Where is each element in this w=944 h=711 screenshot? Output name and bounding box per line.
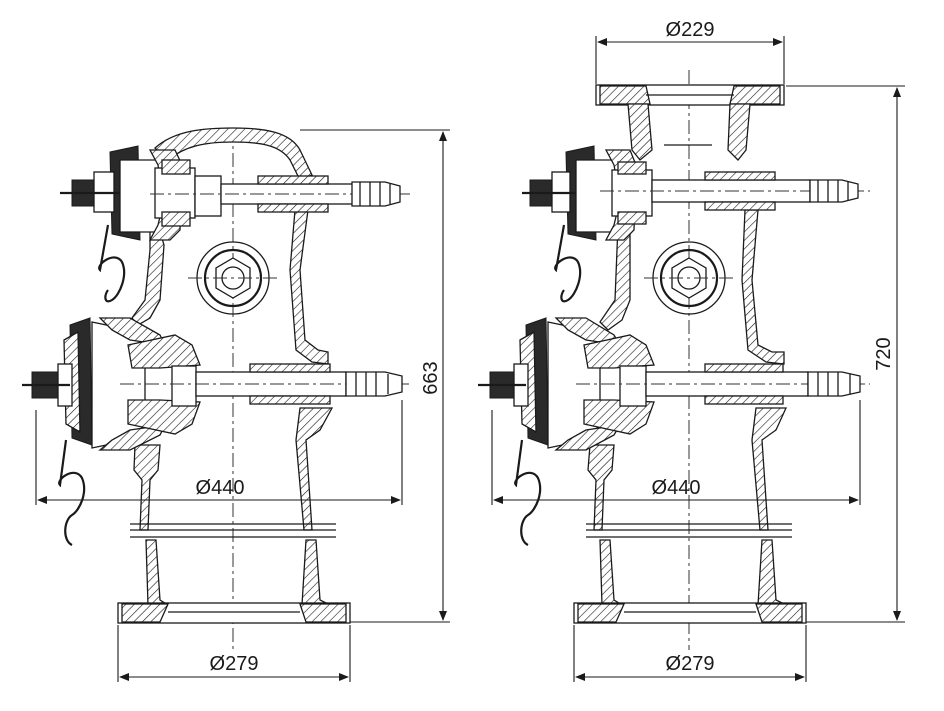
right-upper-hook xyxy=(554,224,582,303)
right-center-port xyxy=(644,241,734,315)
left-hydrant xyxy=(22,127,410,650)
dim-left-base: Ø279 xyxy=(210,653,259,675)
dim-left-width: Ø440 xyxy=(196,477,245,499)
left-lower-outlet xyxy=(22,317,410,451)
right-hydrant xyxy=(478,70,870,650)
left-lower-wall-right xyxy=(295,407,334,531)
right-lower-outlet xyxy=(478,317,870,451)
left-upper-wall-right xyxy=(289,209,329,365)
left-dimensions: 663 Ø440 Ø279 xyxy=(35,129,450,682)
dim-left-height: 663 xyxy=(420,361,442,394)
left-center-port xyxy=(188,241,278,315)
right-upper-outlet xyxy=(522,145,870,241)
right-dimensions: Ø229 720 Ø440 Ø279 xyxy=(491,19,905,682)
right-lower-hook xyxy=(514,439,542,546)
dim-right-width: Ø440 xyxy=(652,477,701,499)
dim-right-top-flange: Ø229 xyxy=(666,19,715,41)
left-lower-hook xyxy=(58,439,86,546)
left-column-wall-left xyxy=(145,539,171,606)
left-lower-wall-left xyxy=(133,444,161,531)
left-base-flange xyxy=(117,602,351,624)
dim-right-base: Ø279 xyxy=(666,653,715,675)
right-base-flange xyxy=(573,602,807,624)
left-upper-hook xyxy=(98,224,126,303)
left-upper-outlet xyxy=(60,145,410,241)
left-column-wall-right xyxy=(301,539,331,606)
dim-right-height: 720 xyxy=(873,337,895,370)
